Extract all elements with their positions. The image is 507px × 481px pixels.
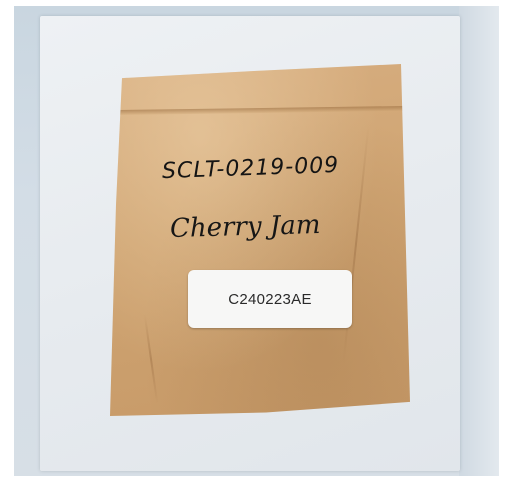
photo: SCLT-0219-009 Cherry Jam C240223AE xyxy=(14,6,499,476)
kraft-sample-pouch: SCLT-0219-009 Cherry Jam C240223AE xyxy=(110,64,410,416)
handwritten-sample-code: SCLT-0219-009 xyxy=(161,152,340,185)
pouch-crease xyxy=(143,314,159,404)
background-wall xyxy=(459,6,499,476)
label-sticker: C240223AE xyxy=(188,270,352,328)
sticker-label-code: C240223AE xyxy=(228,290,312,308)
handwritten-product-name: Cherry Jam xyxy=(169,210,321,244)
zip-seal xyxy=(117,106,405,115)
